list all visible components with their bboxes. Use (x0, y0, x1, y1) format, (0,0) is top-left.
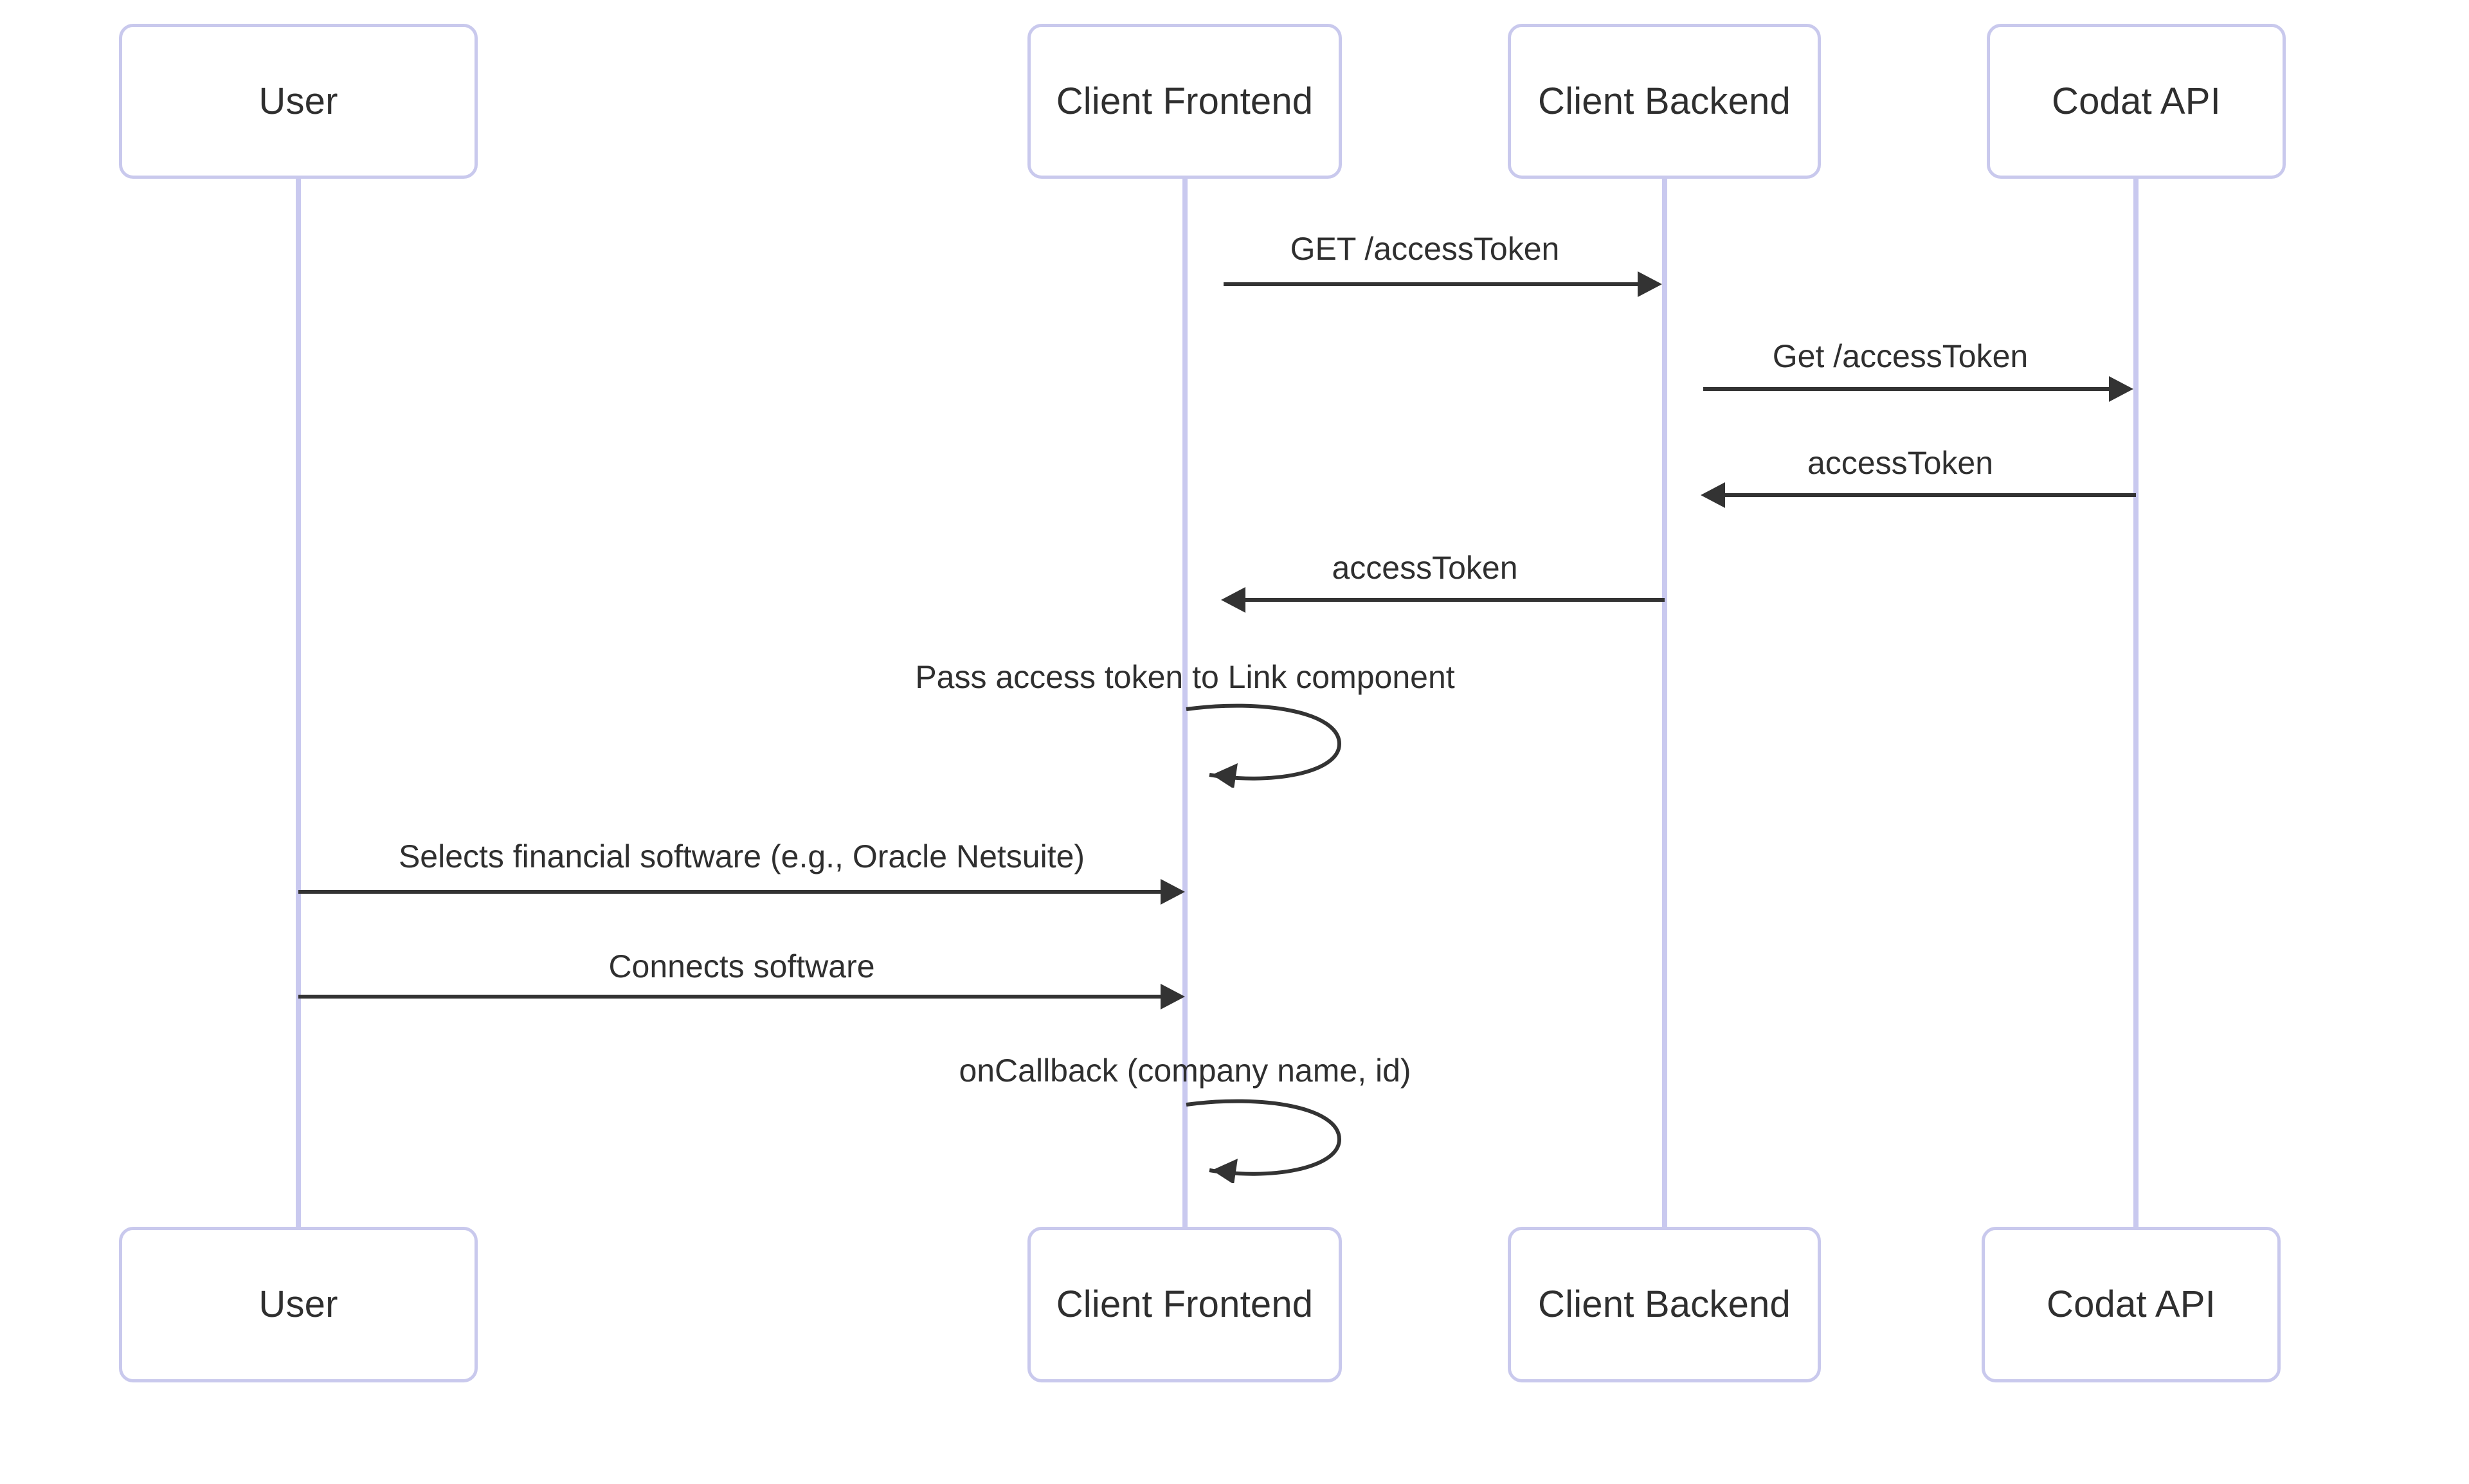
actor-label-client-frontend-bottom: Client Frontend (1056, 1283, 1314, 1325)
message-label-7: Connects software (608, 948, 875, 984)
actor-label-user-bottom: User (258, 1283, 338, 1325)
lifeline-user (296, 179, 301, 1227)
message-label-1: GET /accessToken (1290, 231, 1560, 267)
message-arrowhead-7 (1161, 984, 1185, 1009)
actor-box-user-top[interactable]: User (119, 24, 478, 179)
actor-label-user-top: User (258, 80, 338, 122)
lifeline-client-frontend (1182, 179, 1188, 1227)
message-label-4: accessToken (1332, 550, 1518, 586)
actor-box-codat-api-top[interactable]: Codat API (1987, 24, 2286, 179)
message-label-5: Pass access token to Link component (915, 659, 1455, 695)
message-label-3: accessToken (1807, 445, 1994, 481)
actor-label-client-backend-top: Client Backend (1538, 80, 1791, 122)
message-line-1 (1224, 282, 1640, 286)
actor-label-client-backend-bottom: Client Backend (1538, 1283, 1791, 1325)
message-line-4 (1245, 598, 1665, 602)
message-label-2: Get /accessToken (1772, 338, 2029, 374)
message-line-3 (1725, 493, 2136, 497)
message-arrowhead-4 (1221, 587, 1245, 613)
actor-label-client-frontend-top: Client Frontend (1056, 80, 1314, 122)
lifeline-codat-api (2133, 179, 2139, 1227)
message-label-8: onCallback (company name, id) (959, 1053, 1411, 1089)
message-arrowhead-2 (2109, 376, 2133, 402)
message-line-7 (298, 995, 1164, 999)
actor-label-codat-api-top: Codat API (2052, 80, 2221, 122)
lifeline-client-backend (1662, 179, 1667, 1227)
actor-box-user-bottom[interactable]: User (119, 1227, 478, 1382)
message-self-loop-5 (1186, 703, 1342, 788)
actor-box-codat-api-bottom[interactable]: Codat API (1982, 1227, 2281, 1382)
message-self-loop-8 (1186, 1099, 1342, 1183)
actor-box-client-frontend-bottom[interactable]: Client Frontend (1027, 1227, 1342, 1382)
message-arrowhead-3 (1701, 482, 1725, 508)
message-arrowhead-6 (1161, 879, 1185, 905)
actor-label-codat-api-bottom: Codat API (2047, 1283, 2216, 1325)
message-arrowhead-1 (1638, 271, 1662, 297)
actor-box-client-backend-bottom[interactable]: Client Backend (1508, 1227, 1821, 1382)
actor-box-client-frontend-top[interactable]: Client Frontend (1027, 24, 1342, 179)
message-label-6: Selects financial software (e.g., Oracle… (398, 838, 1085, 874)
actor-box-client-backend-top[interactable]: Client Backend (1508, 24, 1821, 179)
message-line-2 (1703, 387, 2112, 391)
message-line-6 (298, 890, 1164, 894)
